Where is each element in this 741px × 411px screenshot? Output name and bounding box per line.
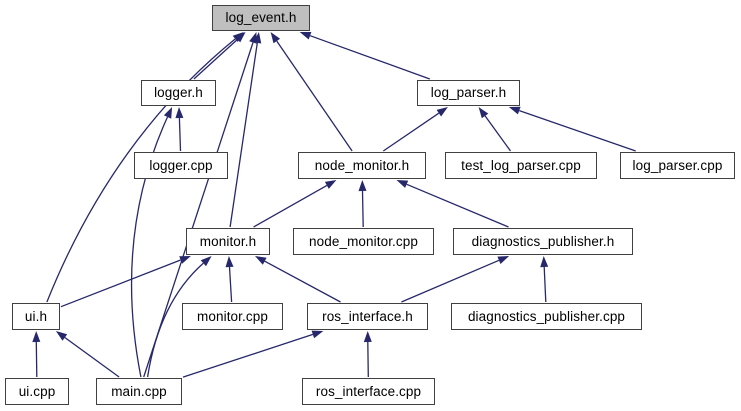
graph-node-label: main.cpp [111, 383, 167, 399]
graph-edge-arrowhead [175, 107, 184, 119]
graph-node-label: test_log_parser.cpp [461, 157, 581, 173]
graph-edge-arrowhead [363, 331, 372, 343]
graph-node-log-event-h[interactable]: log_event.h [212, 5, 310, 31]
graph-edge-log-parser-cpp-to-log-parser-h [519, 109, 636, 152]
graph-edge-node-monitor-cpp-to-node-monitor-h [361, 190, 364, 228]
graph-edge-diagnostics-publisher-cpp-to-diagnostics-publisher-h [543, 266, 547, 303]
graph-node-label: monitor.h [199, 233, 257, 249]
graph-node-label: diagnostics_publisher.h [471, 233, 615, 249]
graph-edge-arrowhead [270, 32, 281, 44]
graph-edge-logger-cpp-to-logger-h [178, 117, 182, 152]
graph-node-ros-interface-h[interactable]: ros_interface.h [307, 303, 428, 330]
graph-edge-arrowhead [200, 256, 212, 267]
graph-edge-arrowhead [478, 107, 489, 119]
graph-edge-main-cpp-to-ros-interface-h [182, 333, 314, 378]
graph-node-label: ui.cpp [18, 383, 56, 399]
graph-node-label: log_parser.h [430, 85, 507, 101]
graph-edge-arrowhead [225, 256, 234, 268]
graph-node-log-parser-h[interactable]: log_parser.h [417, 80, 520, 106]
graph-node-label: monitor.cpp [197, 308, 268, 324]
graph-edge-arrowhead [508, 106, 521, 115]
graph-node-label: log_event.h [225, 10, 297, 26]
graph-edge-ros-interface-h-to-diagnostics-publisher-h [401, 259, 500, 303]
graph-node-label: node_monitor.h [314, 157, 410, 173]
graph-edge-arrowhead [311, 330, 324, 339]
graph-node-ui-cpp[interactable]: ui.cpp [5, 378, 69, 405]
graph-node-label: logger.cpp [149, 157, 213, 173]
graph-edge-node-monitor-h-to-log-event-h [276, 40, 353, 152]
graph-edge-arrowhead [324, 180, 337, 189]
graph-edge-arrowhead [32, 331, 41, 343]
graph-edge-ui-h-to-monitor-h [60, 259, 181, 308]
graph-node-label: ros_interface.cpp [315, 383, 422, 399]
graph-node-diagnostics-publisher-h[interactable]: diagnostics_publisher.h [453, 228, 633, 255]
graph-edge-node-monitor-h-to-log-parser-h [382, 112, 440, 152]
graph-node-label: diagnostics_publisher.cpp [467, 308, 626, 324]
graph-edge-arrowhead [163, 107, 173, 119]
graph-node-node-monitor-cpp[interactable]: node_monitor.cpp [293, 228, 434, 255]
graph-node-ros-interface-cpp[interactable]: ros_interface.cpp [302, 378, 435, 405]
graph-edge-arrowhead [396, 180, 409, 188]
graph-node-logger-cpp[interactable]: logger.cpp [134, 152, 228, 179]
graph-edge-log-parser-h-to-log-event-h [309, 35, 431, 80]
graph-edge-test-log-parser-cpp-to-log-parser-h [484, 115, 512, 152]
graph-node-label: logger.h [154, 85, 203, 101]
graph-node-test-log-parser-cpp[interactable]: test_log_parser.cpp [445, 152, 597, 179]
graph-edge-main-cpp-to-monitor-h [146, 262, 204, 378]
graph-node-label: log_parser.cpp [632, 157, 723, 173]
graph-node-monitor-cpp[interactable]: monitor.cpp [182, 303, 283, 330]
graph-edge-arrowhead [55, 331, 68, 341]
graph-node-diagnostics-publisher-cpp[interactable]: diagnostics_publisher.cpp [451, 303, 642, 330]
graph-edge-monitor-cpp-to-monitor-h [228, 266, 233, 303]
graph-edge-arrowhead [179, 256, 191, 264]
graph-edge-monitor-h-to-node-monitor-h [253, 184, 328, 228]
graph-edge-arrowhead [255, 256, 267, 265]
graph-node-monitor-h[interactable]: monitor.h [186, 228, 270, 255]
graph-edge-arrowhead [299, 32, 312, 40]
graph-node-label: ui.h [24, 308, 48, 324]
graph-edge-main-cpp-to-ui-h [64, 336, 120, 378]
graph-edge-main-cpp-to-logger-h [130, 116, 169, 378]
graph-node-node-monitor-h[interactable]: node_monitor.h [298, 152, 426, 179]
graph-edge-arrowhead [540, 256, 549, 268]
graph-edge-monitor-h-to-log-event-h [229, 42, 258, 228]
graph-edge-arrowhead [234, 32, 246, 43]
graph-edge-ui-h-to-log-event-h [46, 38, 236, 303]
graph-edge-diagnostics-publisher-h-to-node-monitor-h [406, 183, 509, 228]
graph-edge-arrowhead [253, 32, 262, 44]
graph-edge-ros-interface-cpp-to-ros-interface-h [367, 341, 369, 378]
graph-edge-arrowhead [436, 107, 448, 117]
graph-node-logger-h[interactable]: logger.h [141, 80, 216, 106]
graph-edge-arrowhead [358, 180, 367, 192]
graph-node-label: node_monitor.cpp [309, 233, 418, 249]
graph-edge-ros-interface-h-to-monitor-h [264, 260, 341, 303]
graph-edge-logger-h-to-log-event-h [193, 38, 238, 80]
graph-node-main-cpp[interactable]: main.cpp [96, 378, 182, 405]
graph-node-ui-h[interactable]: ui.h [12, 303, 60, 330]
graph-edge-arrowhead [497, 256, 510, 264]
graph-edge-ui-cpp-to-ui-h [35, 341, 38, 378]
graph-node-log-parser-cpp[interactable]: log_parser.cpp [620, 152, 735, 179]
graph-edge-main-cpp-to-log-event-h [143, 42, 254, 378]
graph-node-label: ros_interface.h [322, 308, 413, 324]
